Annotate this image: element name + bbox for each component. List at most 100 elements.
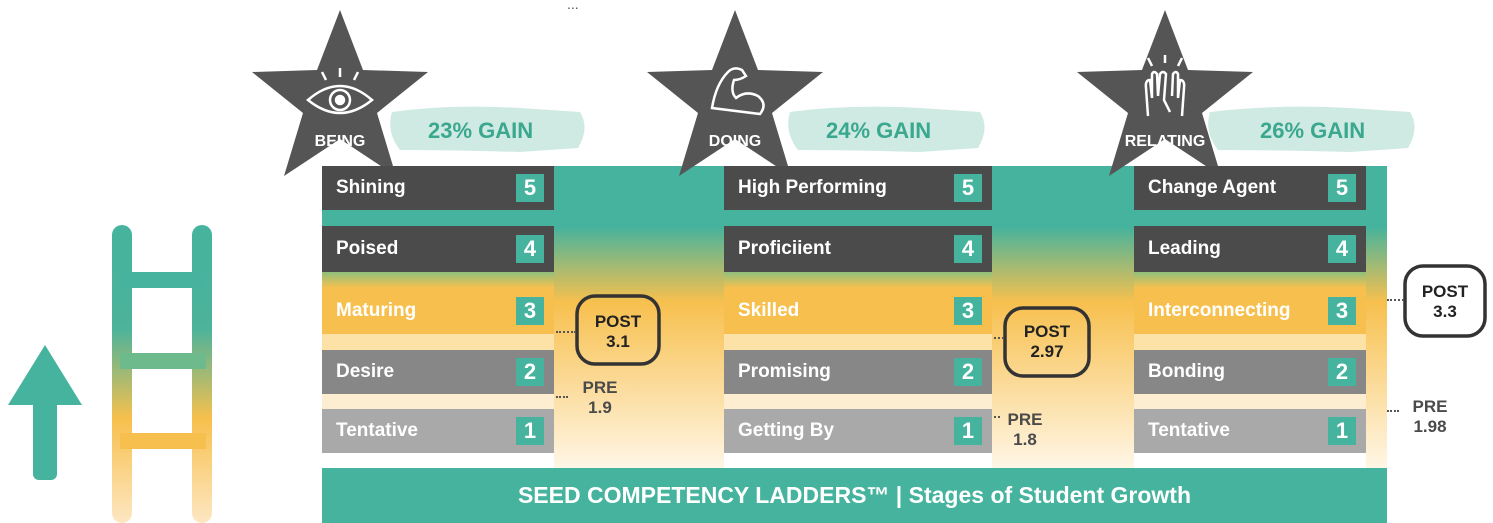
level-number: 1 (1328, 417, 1356, 445)
up-arrow-icon (8, 345, 82, 480)
level-number: 4 (954, 235, 982, 263)
post-value: 3.3 (1433, 302, 1457, 321)
pre-value: 1.98 (1413, 417, 1447, 436)
level-row-3: Interconnecting 3 (1134, 288, 1366, 334)
band-light (724, 334, 992, 350)
level-number: 1 (954, 417, 982, 445)
level-number: 5 (516, 174, 544, 202)
flexed-arm-icon (710, 67, 765, 116)
gain-label-doing: 24% GAIN (826, 118, 932, 143)
edge-gradient (1366, 166, 1387, 468)
pre-value: 1.8 (1013, 430, 1037, 449)
category-label-relating: RELATING (1124, 133, 1206, 150)
band-gradient (322, 272, 554, 288)
top-marker: ... (567, 0, 579, 12)
post-value: 3.1 (606, 332, 630, 351)
level-row-2: Promising 2 (724, 350, 992, 394)
level-row-2: Bonding 2 (1134, 350, 1366, 394)
post-bubble-3 (1403, 264, 1487, 338)
band-pale (1134, 394, 1366, 409)
level-row-5: High Performing 5 (724, 166, 992, 210)
level-label: Getting By (738, 420, 835, 441)
band-pale (724, 394, 992, 409)
level-row-1: Tentative 1 (322, 409, 554, 453)
level-number: 2 (954, 358, 982, 386)
post-label: POST (1023, 322, 1071, 341)
level-number: 4 (516, 235, 544, 263)
pre-label: PRE (1007, 410, 1043, 429)
connector-post-relating (1387, 299, 1404, 301)
band-teal (1134, 210, 1366, 226)
level-label: Poised (336, 238, 399, 259)
star-doing (647, 10, 823, 176)
brush-stroke-1 (390, 106, 585, 152)
connector-post-doing (994, 337, 1004, 339)
gap-gradient-1 (554, 166, 724, 468)
level-row-3: Maturing 3 (322, 288, 554, 334)
level-number: 2 (516, 358, 544, 386)
band-teal (322, 210, 554, 226)
brush-stroke-3 (1208, 106, 1415, 152)
raised-hands-icon (1144, 55, 1186, 117)
band-light (322, 334, 554, 350)
gap-gradient-2 (992, 166, 1134, 468)
post-value: 2.97 (1030, 342, 1064, 361)
level-label: Promising (738, 361, 831, 382)
gain-label-relating: 26% GAIN (1260, 118, 1366, 143)
band-light (1134, 334, 1366, 350)
gain-label-being: 23% GAIN (428, 118, 534, 143)
level-label: Skilled (738, 300, 800, 321)
pre-label: PRE (1412, 397, 1448, 416)
level-label: Maturing (336, 300, 417, 321)
level-label: Change Agent (1148, 177, 1277, 198)
connector-pre-being (556, 396, 568, 398)
footer-banner: SEED COMPETENCY LADDERS™ | Stages of Stu… (322, 468, 1387, 523)
level-label: Tentative (336, 420, 419, 441)
level-label: Tentative (1148, 420, 1231, 441)
category-label-doing: DOING (708, 133, 762, 150)
post-label: POST (1421, 282, 1469, 301)
post-bubble-1 (575, 294, 661, 366)
level-row-4: Poised 4 (322, 226, 554, 272)
level-label: Bonding (1148, 361, 1226, 382)
level-row-5: Shining 5 (322, 166, 554, 210)
band-pale (322, 394, 554, 409)
level-number: 3 (1328, 297, 1356, 325)
level-row-1: Getting By 1 (724, 409, 992, 453)
level-number: 2 (1328, 358, 1356, 386)
star-being (252, 10, 428, 176)
category-label-being: BEING (314, 133, 366, 150)
connector-pre-doing (994, 416, 1000, 418)
level-number: 3 (516, 297, 544, 325)
level-row-4: Leading 4 (1134, 226, 1366, 272)
level-number: 5 (954, 174, 982, 202)
level-number: 1 (516, 417, 544, 445)
level-label: Leading (1148, 238, 1221, 259)
band-gradient (1134, 272, 1366, 288)
level-number: 4 (1328, 235, 1356, 263)
level-label: Shining (336, 177, 406, 198)
pre-label: PRE (582, 378, 618, 397)
connector-post-being (556, 331, 576, 333)
pre-value: 1.9 (588, 398, 612, 417)
level-label: High Performing (738, 177, 887, 198)
brush-stroke-2 (788, 106, 985, 152)
connector-pre-relating (1387, 410, 1399, 412)
level-label: Interconnecting (1148, 300, 1291, 321)
eye-icon (306, 68, 374, 115)
band-teal (724, 210, 992, 226)
post-label: POST (594, 312, 642, 331)
